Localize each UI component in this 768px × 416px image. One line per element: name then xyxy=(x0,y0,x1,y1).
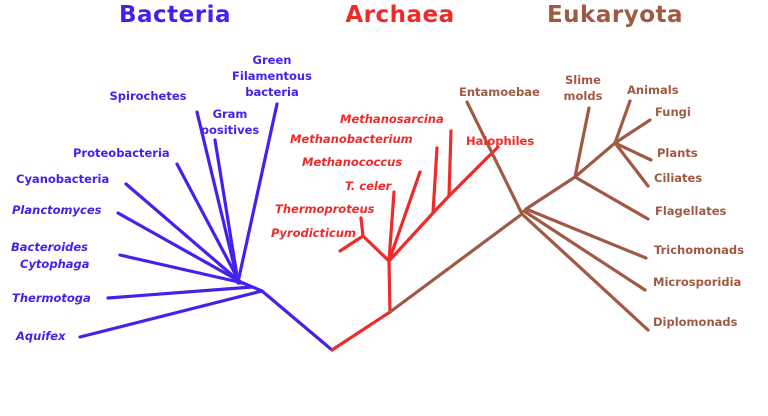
branch-flagellates xyxy=(573,175,650,221)
leaf-label-trichomonads: Trichomonads xyxy=(654,243,744,257)
branch-bacteroides-cytophaga xyxy=(118,253,245,285)
branch-fungi xyxy=(613,118,652,145)
leaf-label-pyrodicticum: Pyrodicticum xyxy=(271,226,356,240)
leaf-label-proteobacteria: Proteobacteria xyxy=(73,146,170,160)
domain-title-archaea: Archaea xyxy=(345,2,454,28)
leaf-label-bacteroides: Bacteroides xyxy=(11,240,88,254)
branch-trichomonads xyxy=(524,207,648,260)
leaf-label-halophiles: Halophiles xyxy=(466,134,534,148)
branch-arch-euk-to-euk xyxy=(388,212,524,314)
branch-proteobacteria xyxy=(175,162,241,283)
leaf-label-slime-molds-2: molds xyxy=(564,89,603,103)
branch-group-bacteria xyxy=(78,102,334,352)
leaf-label-methanobacterium: Methanobacterium xyxy=(290,132,413,146)
label-group-eukaryota: Entamoebae Slime molds AnimalsFungiPlantsCi… xyxy=(459,73,744,329)
branch-thermotoga xyxy=(106,285,254,300)
leaf-label-slime-molds: Slime xyxy=(565,73,601,87)
branch-aquifex xyxy=(78,289,264,339)
domain-title-group: Bacteria Archaea Eukaryota xyxy=(119,2,683,28)
branch-entamoebae xyxy=(465,100,524,216)
branch-arch-left-node xyxy=(361,234,391,263)
leaf-label-thermotoga: Thermotoga xyxy=(12,291,91,305)
branch-methanobacterium xyxy=(431,146,439,215)
branch-root-to-arch-euk xyxy=(330,310,392,352)
branch-group-eukaryota xyxy=(388,99,653,332)
domain-title-bacteria: Bacteria xyxy=(119,2,231,28)
leaf-label-green-filamentous-3: bacteria xyxy=(245,85,298,99)
domain-title-eukaryota: Eukaryota xyxy=(547,2,683,28)
leaf-label-animals: Animals xyxy=(627,83,679,97)
branch-methanococcus xyxy=(387,170,422,263)
leaf-label-fungi: Fungi xyxy=(655,105,691,119)
branch-euk-crown-spine xyxy=(573,141,617,179)
leaf-label-flagellates: Flagellates xyxy=(655,204,727,218)
leaf-label-entamoebae: Entamoebae xyxy=(459,85,540,99)
branch-slime-molds xyxy=(573,106,591,179)
branch-root-to-bacteria xyxy=(260,289,334,352)
leaf-label-green-filamentous: Green xyxy=(253,53,292,67)
leaf-label-ciliates: Ciliates xyxy=(654,171,702,185)
branch-right-node-2 xyxy=(431,194,451,215)
leaf-label-plants: Plants xyxy=(657,146,698,160)
leaf-label-thermoproteus: Thermoproteus xyxy=(275,202,375,216)
branch-group-archaea xyxy=(330,129,500,352)
leaf-label-methanosarcina: Methanosarcina xyxy=(340,112,444,126)
leaf-label-aquifex: Aquifex xyxy=(15,329,66,343)
branch-methanosarcina xyxy=(447,129,453,198)
leaf-label-spirochetes: Spirochetes xyxy=(110,89,187,103)
leaf-label-t-celer: T. celer xyxy=(345,179,393,193)
branch-archaea-spine xyxy=(387,259,392,314)
branch-plants xyxy=(613,141,653,162)
branch-ciliates xyxy=(613,141,650,188)
branch-t-celer xyxy=(387,190,396,263)
branch-cyanobacteria xyxy=(124,182,241,283)
label-group-archaea: MethanosarcinaMethanobacteriumMethanococ… xyxy=(271,112,534,240)
branch-euk-upper-spine xyxy=(524,175,577,211)
leaf-label-green-filamentous-2: Filamentous xyxy=(232,69,312,83)
branch-thermoproteus xyxy=(359,216,365,238)
leaf-label-planctomyces: Planctomyces xyxy=(12,203,102,217)
branch-pyrodicticum xyxy=(338,234,365,253)
leaf-label-gram-positives-2: positives xyxy=(201,123,260,137)
leaf-label-cyanobacteria: Cyanobacteria xyxy=(16,172,109,186)
branch-green-filamentous xyxy=(236,102,279,284)
leaf-label-methanococcus: Methanococcus xyxy=(302,155,402,169)
branch-gram-positives xyxy=(213,138,240,284)
branch-spirochetes xyxy=(195,110,240,284)
leaf-label-cytophaga: Cytophaga xyxy=(20,257,90,271)
branch-halophiles xyxy=(447,145,500,198)
leaf-label-diplomonads: Diplomonads xyxy=(653,315,738,329)
branch-microsporidia xyxy=(522,209,647,292)
leaf-label-microsporidia: Microsporidia xyxy=(653,275,741,289)
branch-right-node xyxy=(387,211,435,263)
leaf-label-gram-positives: Gram xyxy=(213,107,248,121)
branch-planctomyces xyxy=(116,211,243,284)
branch-animals xyxy=(613,99,632,145)
branch-diplomonads xyxy=(520,212,650,332)
